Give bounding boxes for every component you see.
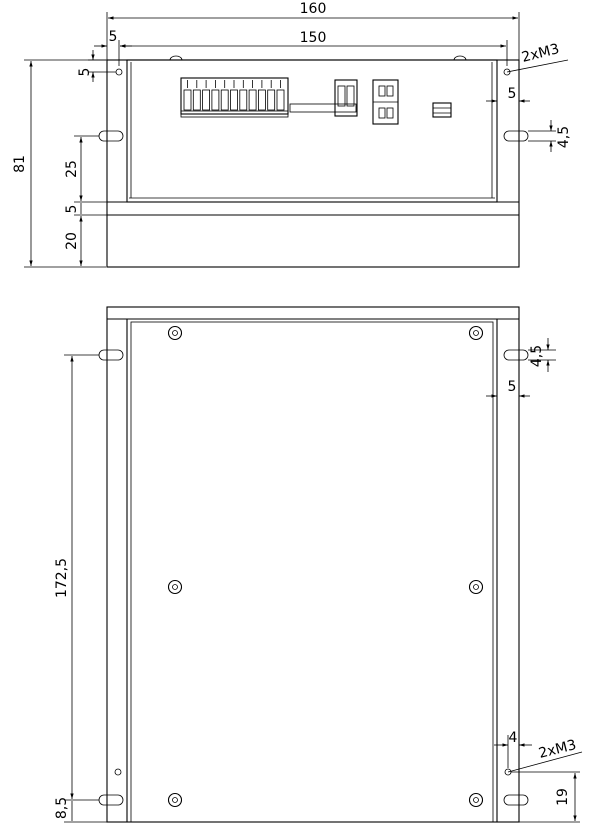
screw-head <box>468 325 484 341</box>
bottom-slot-bottom-right <box>503 794 529 806</box>
bottom-slot-top-left <box>98 349 124 361</box>
thread-note-front: 2xM3 <box>506 41 569 73</box>
front-top-bump-right <box>453 55 467 61</box>
front-slot-right <box>503 130 529 142</box>
dim-top-offset-vertical-label: 5 <box>77 68 93 77</box>
terminal-pin <box>220 89 229 111</box>
thread-note-bottom-label: 2xM3 <box>537 737 578 762</box>
dip-switch <box>432 102 452 118</box>
dim-bottom-hole: 8,5 <box>54 797 107 823</box>
dim-total-height-label: 81 <box>12 155 28 173</box>
terminal-pin <box>248 89 257 111</box>
bottom-view: 4,5 5 172,5 8,5 4 <box>54 306 583 823</box>
front-top-bump-left <box>169 55 183 61</box>
dim-small-inset: 4 <box>494 730 532 768</box>
screw-head <box>167 325 183 341</box>
dim-slot-width-bottom: 4,5 <box>528 338 556 372</box>
terminal-pin <box>192 89 201 111</box>
screw-head <box>167 579 183 595</box>
front-view: 160 150 5 5 81 <box>12 1 572 268</box>
dim-top-offset-vertical: 5 <box>77 50 116 82</box>
dim-vertical-chain: 25 5 20 <box>64 135 107 266</box>
dim-right-inset-label: 5 <box>508 86 517 102</box>
dim-base-label: 20 <box>64 232 80 250</box>
terminal-pin <box>230 89 238 111</box>
front-mounting-hole-right <box>503 68 511 76</box>
dim-right-inset-bottom-label: 5 <box>508 379 517 395</box>
front-slot-left <box>98 130 124 142</box>
dim-slot-width-front-label: 4,5 <box>556 126 572 148</box>
bottom-slot-bottom-left <box>98 794 124 806</box>
dim-inner-width-label: 150 <box>300 30 327 46</box>
terminal-pin <box>183 89 192 111</box>
dim-overall-width-label: 160 <box>300 1 327 17</box>
bottom-screws <box>167 325 484 808</box>
terminal-pin <box>276 89 285 111</box>
terminal-block-connector <box>180 77 357 118</box>
thread-note-front-label: 2xM3 <box>520 41 561 66</box>
dim-right-inset: 5 <box>486 86 530 106</box>
screw-head <box>167 792 183 808</box>
screw-head <box>468 792 484 808</box>
front-enclosure-body <box>126 59 498 203</box>
dim-bottom-hole-label: 8,5 <box>54 797 70 819</box>
bottom-mounting-hole-left <box>114 768 122 776</box>
dim-slot-width-bottom-label: 4,5 <box>529 345 545 367</box>
dim-top-offset-horizontal: 5 <box>94 29 132 48</box>
dim-hole-spacing: 172,5 <box>54 354 99 801</box>
seven-segment-display <box>372 79 399 125</box>
dim-total-height: 81 <box>12 59 106 268</box>
dim-overall-width: 160 <box>106 1 520 60</box>
dim-top-offset-horizontal-label: 5 <box>109 29 118 45</box>
bottom-mounting-plate <box>106 306 520 823</box>
terminal-pin <box>239 89 248 111</box>
dim-small-inset-label: 4 <box>509 730 518 746</box>
terminal-pin <box>267 89 276 111</box>
dim-slot-width-front: 4,5 <box>528 120 572 152</box>
dim-slot-height-label: 25 <box>64 160 80 178</box>
bottom-slot-top-right <box>503 349 529 361</box>
terminal-pin <box>202 89 211 111</box>
terminal-pin <box>257 89 266 111</box>
dim-hole-spacing-label: 172,5 <box>54 558 70 598</box>
front-mounting-hole-left <box>115 68 123 76</box>
dim-thread-height: 19 <box>511 771 580 823</box>
front-mounting-plate <box>106 59 520 268</box>
dim-thread-height-label: 19 <box>555 788 571 806</box>
dim-flange-label: 5 <box>64 205 80 214</box>
terminal-pin <box>211 89 220 111</box>
bottom-enclosure-outline <box>130 321 494 823</box>
small-connector <box>334 79 358 117</box>
dim-right-inset-bottom: 5 <box>486 379 530 402</box>
screw-head <box>468 579 484 595</box>
dim-inner-width: 150 <box>118 30 508 66</box>
